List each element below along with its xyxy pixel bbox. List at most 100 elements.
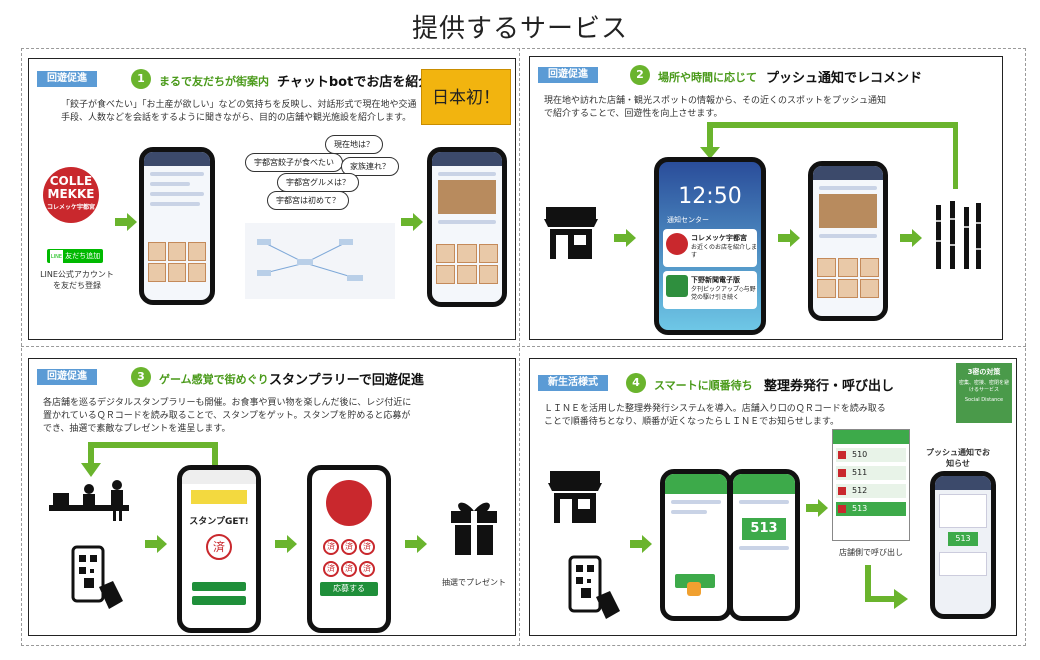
phone-header <box>935 476 991 490</box>
rich-menu <box>817 258 879 298</box>
chat-line <box>819 186 877 190</box>
arrow-right-icon <box>401 213 423 231</box>
arrow-right-icon <box>630 535 652 553</box>
arrow-right-icon <box>806 499 828 517</box>
stamp-mark: 済 <box>206 534 232 560</box>
ticket-issue-button[interactable] <box>675 574 715 588</box>
arrow-right-icon <box>778 229 800 247</box>
badge-english: Social Distance <box>964 397 1004 403</box>
panel-chatbot: 回遊促進 1 まるで友だちが街案内 チャットbotでお店を紹介 日本初！ 「餃子… <box>28 58 516 340</box>
stamp-rally-logo <box>191 490 247 504</box>
chat-bubble: 宇都宮グルメは？ <box>277 173 359 192</box>
tap-hand-icon <box>687 582 701 596</box>
phone-header <box>432 152 502 166</box>
category-tag: 新生活様式 <box>538 375 608 391</box>
apply-button[interactable]: 応募する <box>320 582 378 596</box>
line-caption: LINE公式アカウントを友だち登録 <box>40 270 114 290</box>
recommend-phone <box>808 161 888 321</box>
chat-line <box>150 172 204 176</box>
divider-horizontal <box>21 346 1026 347</box>
chat-phone-2 <box>427 147 507 307</box>
chat-bubble: 宇都宮餃子が食べたい <box>245 153 343 172</box>
ticket-number: 513 <box>742 518 786 540</box>
chat-line <box>438 220 496 224</box>
category-tag: 回遊促進 <box>37 71 97 87</box>
gift-icon <box>451 502 497 555</box>
stamp-get-text: スタンプGET! <box>189 517 249 527</box>
arrow-right-icon <box>275 535 297 553</box>
phone-header <box>665 474 727 494</box>
notification-card[interactable]: 下野新聞電子版 夕刊ピックアップ◇与野党の駆け引き続く <box>663 271 757 309</box>
chat-line <box>150 202 200 206</box>
call-mark-icon <box>838 469 846 477</box>
ticket-phone-2: 513 <box>728 469 800 621</box>
notification-title: コレメッケ宇都宮 <box>691 234 747 242</box>
chat-bubble: 宇都宮は初めて？ <box>267 191 349 210</box>
chat-line <box>150 182 190 186</box>
notification-card[interactable]: コレメッケ宇都宮 お近くのお店を紹介します <box>663 229 757 267</box>
step-number: 2 <box>630 65 650 85</box>
step-number: 1 <box>131 69 151 89</box>
ticket-number: 513 <box>948 532 978 546</box>
qr-scan-phone-icon <box>71 545 123 609</box>
message-card <box>939 494 987 528</box>
lockscreen-phone: 12:50 通知センター コレメッケ宇都宮 お近くのお店を紹介します 下野新聞電… <box>654 157 766 335</box>
phone-header <box>813 166 883 180</box>
panel-description: 各店舗を巡るデジタルスタンプラリーも開催。お食事や買い物を楽しんだ後に、レジ付近… <box>43 398 412 434</box>
colle-mekke-app-icon <box>666 233 688 255</box>
arrow-right-icon <box>405 535 427 553</box>
colle-mekke-logo: COLLE MEKKE コレメッケ宇都宮 <box>43 167 99 223</box>
japan-first-badge: 日本初！ <box>421 69 511 125</box>
queue-row: 511 <box>836 466 906 480</box>
queue-number: 513 <box>852 504 868 513</box>
ticket-phone-1 <box>660 469 732 621</box>
chat-line <box>819 234 877 238</box>
call-mark-icon <box>838 505 846 513</box>
newspaper-app-icon <box>666 275 688 297</box>
stamp-mark: 済 <box>359 539 375 555</box>
chat-line <box>739 500 789 504</box>
queue-number: 512 <box>852 486 868 495</box>
notification-body: 夕刊ピックアップ◇与野党の駆け引き続く <box>691 286 756 301</box>
panel-subhead: ゲーム感覚で街めぐり <box>159 373 269 386</box>
chat-line <box>671 510 707 514</box>
message-card <box>939 552 987 576</box>
phone-header <box>733 474 795 494</box>
spot-info-button[interactable] <box>192 596 246 605</box>
panel-subhead: まるで友だちが街案内 <box>159 75 269 88</box>
clock: 12:50 <box>678 184 742 209</box>
stamp-wrap: 済 <box>182 533 256 561</box>
notification-title: 下野新聞電子版 <box>691 276 740 284</box>
return-arrow-icon <box>700 122 958 189</box>
panel-heading: 整理券発行・呼び出し <box>764 379 895 394</box>
bamboo-icon <box>934 201 983 269</box>
step-number: 4 <box>626 373 646 393</box>
panel-stamp-rally: 回遊促進 3 ゲーム感覚で街めぐり スタンプラリーで回遊促進 各店舗を巡るデジタ… <box>28 358 516 636</box>
chat-bubble: 家族連れ？ <box>341 157 399 176</box>
down-right-arrow-icon <box>865 565 908 609</box>
line-logo-icon: LINE <box>49 250 64 264</box>
register-counter-icon <box>49 480 129 521</box>
shop-photo <box>819 194 877 228</box>
panel-description: 「餃子が食べたい」「お土産が欲しい」などの気持ちを反映し、対話形式で現在地や交通… <box>61 100 417 123</box>
rich-menu <box>148 242 206 282</box>
queue-row: 513 <box>836 502 906 516</box>
page-title: 提供するサービス <box>411 14 628 44</box>
chat-line <box>671 500 721 504</box>
chat-line <box>150 192 204 196</box>
shop-photo <box>438 180 496 214</box>
badge-body: 密集、密接、密閉を避けるサービス <box>959 380 1010 393</box>
stamp-mark: 済 <box>323 539 339 555</box>
stamp-list-button[interactable] <box>192 582 246 591</box>
call-mark-icon <box>838 451 846 459</box>
store-icon <box>544 207 598 259</box>
store-call-caption: 店舗側で呼び出し <box>839 548 903 557</box>
divider-vertical <box>519 48 520 646</box>
category-tag: 回遊促進 <box>538 67 598 83</box>
phone-header <box>182 470 256 484</box>
queue-number: 511 <box>852 468 868 477</box>
badge-title: 3密の対策 <box>967 368 1001 376</box>
flow-diagram-image <box>245 223 395 299</box>
panel-description: ＬＩＮＥを活用した整理券発行システムを導入。店舗入り口のＱＲコードを読み取ること… <box>544 404 886 427</box>
